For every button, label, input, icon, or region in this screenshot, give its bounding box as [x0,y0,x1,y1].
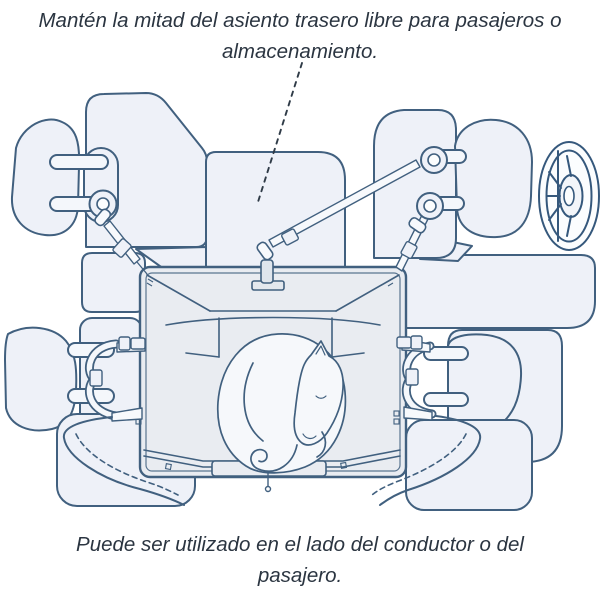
rear-left-headrest [10,118,81,237]
top-caption-line2: almacenamiento. [221,40,379,63]
rear-left-lower-headrest [4,326,78,432]
rear-seat-free-half [205,151,346,268]
sleeping-cat-icon [216,333,347,474]
bottom-caption-line1: Puede ser utilizado en el lado del condu… [76,533,524,556]
driver-seat [373,109,533,262]
headrest-anchor-straps [88,146,448,291]
bottom-caption: Puede ser utilizado en el lado del condu… [0,529,600,591]
top-caption-line1: Mantén la mitad del asiento trasero libr… [38,9,562,32]
driver-headrest [454,118,533,239]
top-caption: Mantén la mitad del asiento trasero libr… [0,5,600,67]
bottom-caption-line2: pasajero. [257,564,343,587]
pointer-dotted-line [257,62,303,203]
under-seat-straps [62,335,482,506]
rear-bench-band [81,252,596,329]
steering-wheel-icon [538,141,600,251]
